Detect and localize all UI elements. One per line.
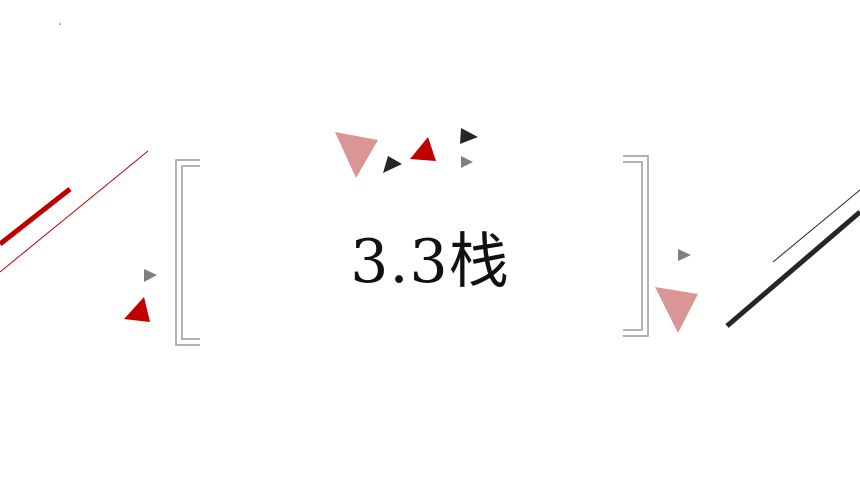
left-bracket-outer [175, 159, 200, 346]
right-bracket-inner [623, 161, 643, 331]
pink-triangle-right [655, 287, 698, 333]
gray-triangle-left [144, 269, 157, 282]
red-triangle-top [410, 137, 436, 161]
left-bracket-inner [181, 165, 200, 340]
right-bracket-outer [623, 155, 649, 337]
red-triangle-left [124, 297, 150, 322]
gray-triangle-top-right [461, 156, 473, 168]
pink-triangle-top [335, 132, 378, 178]
dark-triangle-top-right [460, 128, 478, 144]
right-thin-diagonal-line [772, 189, 860, 263]
left-thin-diagonal-line [0, 150, 149, 273]
dark-triangle-small-top [383, 156, 402, 173]
right-thick-diagonal-line [725, 210, 860, 328]
left-thick-diagonal-line [0, 187, 72, 246]
speck-dot [59, 23, 61, 25]
gray-triangle-right [678, 249, 691, 261]
slide-title: 3.3栈 [350, 227, 510, 297]
